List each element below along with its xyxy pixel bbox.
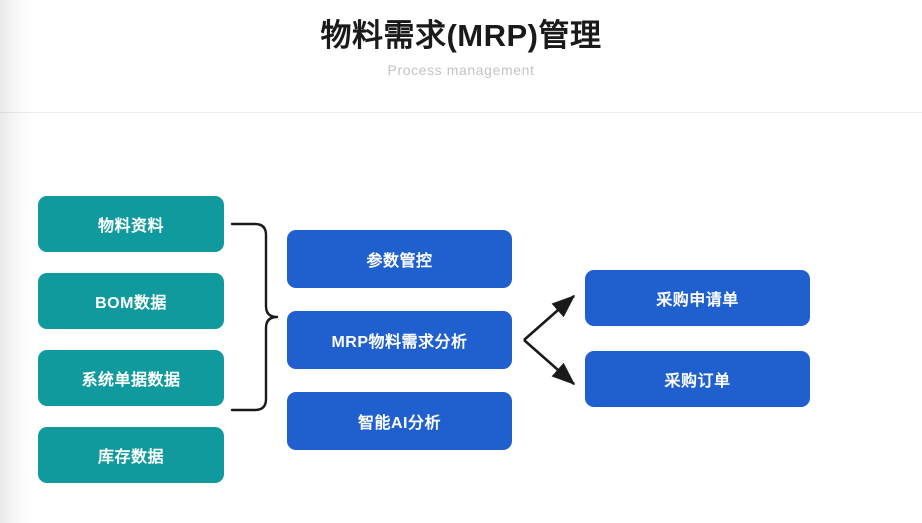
page-subtitle: Process management	[387, 62, 535, 78]
output-node-purchase-request[interactable]: 采购申请单	[585, 270, 810, 326]
input-node-material-data[interactable]: 物料资料	[38, 196, 224, 252]
input-group-brace-icon	[230, 222, 279, 412]
process-node-mrp-analysis[interactable]: MRP物料需求分析	[287, 311, 512, 369]
process-node-parameter-control[interactable]: 参数管控	[287, 230, 512, 288]
branch-arrow-to-purchase-order-icon	[523, 339, 576, 386]
input-node-system-document-data[interactable]: 系统单据数据	[38, 350, 224, 406]
input-node-inventory-data[interactable]: 库存数据	[38, 427, 224, 483]
page-title: 物料需求(MRP)管理	[320, 18, 602, 53]
output-node-purchase-order[interactable]: 采购订单	[585, 351, 810, 407]
branch-arrow-to-purchase-request-icon	[523, 294, 576, 341]
page-header: 物料需求(MRP)管理 Process management	[0, 0, 922, 113]
process-flow-diagram: 物料资料 BOM数据 系统单据数据 库存数据 参数管控 MRP物料需求分析 智能…	[0, 113, 922, 523]
process-node-ai-analysis[interactable]: 智能AI分析	[287, 392, 512, 450]
header-divider	[0, 112, 922, 113]
input-node-bom-data[interactable]: BOM数据	[38, 273, 224, 329]
